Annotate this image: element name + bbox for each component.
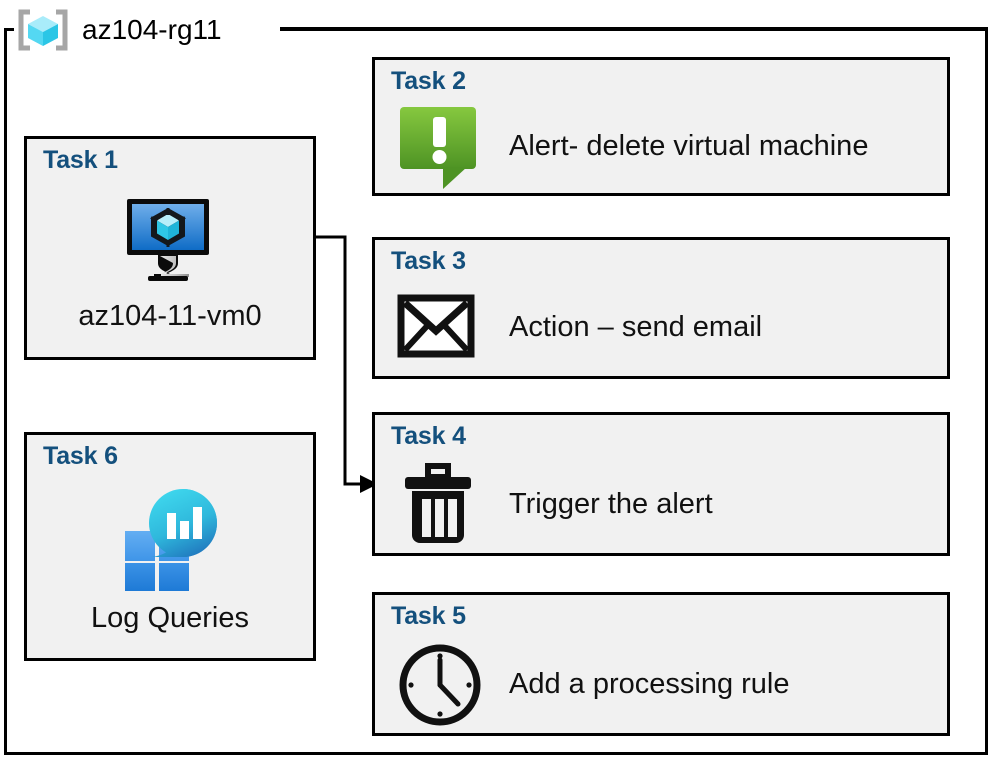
task-card-2[interactable]: Task 2 Alert- delete virtual machin: [372, 57, 950, 196]
task-3-title: Task 3: [391, 247, 466, 275]
task-card-1[interactable]: Task 1: [24, 136, 316, 360]
task-2-label: Alert- delete virtual machine: [509, 130, 869, 163]
task-4-title: Task 4: [391, 422, 466, 450]
resource-group-label-mask: [14, 12, 280, 46]
task-card-3[interactable]: Task 3 Action – send email: [372, 237, 950, 379]
arrow-right-head: [360, 475, 378, 493]
task-3-label: Action – send email: [509, 311, 763, 344]
task-6-title: Task 6: [43, 442, 118, 470]
task-5-title: Task 5: [391, 602, 466, 630]
virtual-machine-icon: [27, 195, 313, 285]
task-1-title: Task 1: [43, 146, 118, 174]
alert-exclamation-icon: [397, 105, 483, 189]
resource-group-name: az104-rg11: [82, 14, 222, 45]
task-card-6[interactable]: Task 6: [24, 432, 316, 661]
trash-delete-icon: [397, 462, 483, 548]
clock-icon: [397, 642, 483, 728]
task-4-label: Trigger the alert: [509, 488, 713, 521]
task-1-label: az104-11-vm0: [78, 300, 262, 332]
resource-group-cube-icon: [14, 9, 72, 51]
task-card-5[interactable]: Task 5 Add a processing rule: [372, 592, 950, 736]
resource-group-top-rule: [280, 27, 988, 30]
task-5-label: Add a processing rule: [509, 668, 790, 701]
task-2-title: Task 2: [391, 67, 466, 95]
resource-group-label: az104-rg11: [14, 8, 222, 52]
task-6-label: Log Queries: [91, 602, 249, 634]
task-card-4[interactable]: Task 4 Trigger the alert: [372, 412, 950, 556]
log-analytics-icon: [27, 487, 313, 591]
envelope-icon: [397, 294, 483, 362]
